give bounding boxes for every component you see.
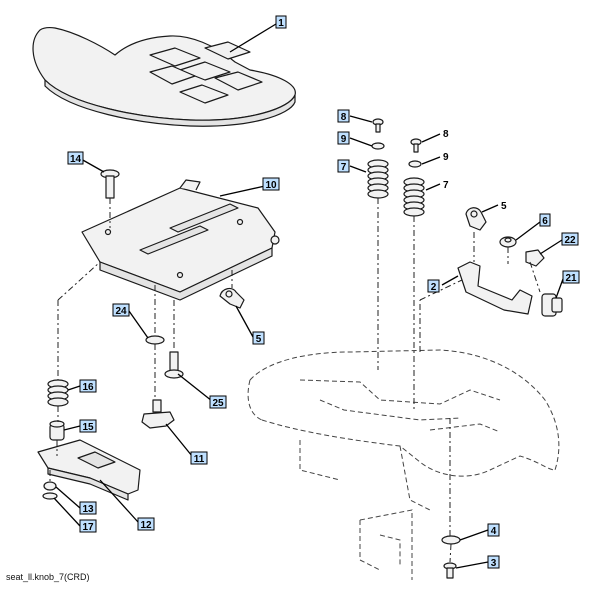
seat-spring-right (403, 177, 425, 217)
compression-spring-small (47, 379, 69, 407)
svg-text:1: 1 (278, 18, 284, 29)
callout-2: 2 (427, 279, 440, 293)
bushing (49, 420, 65, 441)
svg-text:13: 13 (82, 504, 94, 515)
diagram-caption: seat_ll.knob_7(CRD) (6, 572, 90, 582)
callout-13: 13 (79, 501, 97, 515)
callout-15: 15 (79, 419, 97, 433)
svg-text:10: 10 (265, 180, 277, 191)
svg-text:8: 8 (341, 112, 347, 123)
svg-text:15: 15 (82, 422, 94, 433)
thumb-screw (541, 293, 563, 317)
seat (32, 27, 296, 127)
callout-24: 24 (112, 303, 130, 317)
callout-6: 6 (539, 213, 551, 227)
callout-4: 4 (487, 523, 500, 537)
callout-12: 12 (137, 517, 155, 531)
lock-washer-left (371, 142, 385, 150)
svg-text:5: 5 (256, 334, 262, 345)
seat-switch-clip-right (465, 207, 487, 231)
svg-text:16: 16 (82, 382, 94, 393)
callout-25: 25 (209, 395, 227, 409)
callout-1: 1 (275, 15, 287, 29)
callout-5-right: 5 (501, 201, 507, 212)
svg-text:22: 22 (564, 235, 576, 246)
callout-8-right: 8 (443, 129, 449, 140)
callout-3: 3 (487, 555, 500, 569)
svg-text:3: 3 (491, 558, 497, 569)
adjustment-knob (141, 399, 175, 429)
hex-bolt-right (410, 138, 422, 153)
svg-text:17: 17 (82, 522, 94, 533)
callout-14: 14 (67, 151, 84, 165)
callout-5-left: 5 (252, 331, 265, 345)
switch-bracket (457, 261, 533, 315)
svg-text:4: 4 (491, 526, 497, 537)
seat-switch-clip-left (219, 287, 245, 309)
seat-adjust-plate (37, 439, 141, 501)
fender-frame-ghost (247, 349, 560, 580)
callout-11: 11 (190, 451, 208, 465)
seat-switch (525, 249, 545, 267)
callout-7-right: 7 (443, 180, 449, 191)
svg-text:12: 12 (140, 520, 152, 531)
washer (441, 535, 461, 545)
callout-9-right: 9 (443, 152, 449, 163)
shoulder-bolt (164, 351, 184, 379)
assembly-lines (49, 198, 541, 563)
callout-16: 16 (79, 379, 97, 393)
shoulder-screw (443, 562, 457, 579)
seat-spring-left (367, 159, 389, 199)
svg-text:2: 2 (431, 282, 437, 293)
callout-8-left: 8 (337, 109, 350, 123)
hex-nut (499, 236, 517, 248)
svg-text:25: 25 (212, 398, 224, 409)
svg-text:21: 21 (565, 273, 577, 284)
svg-text:9: 9 (341, 134, 347, 145)
flat-washer (145, 335, 165, 345)
leader-lines (53, 23, 564, 569)
callout-21: 21 (562, 270, 580, 284)
carriage-bolt (100, 169, 120, 199)
callout-17: 17 (79, 519, 97, 533)
callout-22: 22 (561, 232, 579, 246)
svg-text:6: 6 (542, 216, 548, 227)
lock-washer-right (408, 160, 422, 168)
callout-10: 10 (262, 177, 280, 191)
svg-text:14: 14 (70, 154, 82, 165)
svg-text:11: 11 (194, 454, 205, 465)
hex-bolt-left (372, 118, 384, 133)
seat-pan (81, 179, 280, 301)
nut-and-washer (42, 481, 58, 500)
svg-text:24: 24 (115, 306, 127, 317)
callout-7-left: 7 (337, 159, 350, 173)
seat-cushion-pads (149, 41, 263, 104)
svg-text:7: 7 (341, 162, 347, 173)
callout-9-left: 9 (337, 131, 350, 145)
